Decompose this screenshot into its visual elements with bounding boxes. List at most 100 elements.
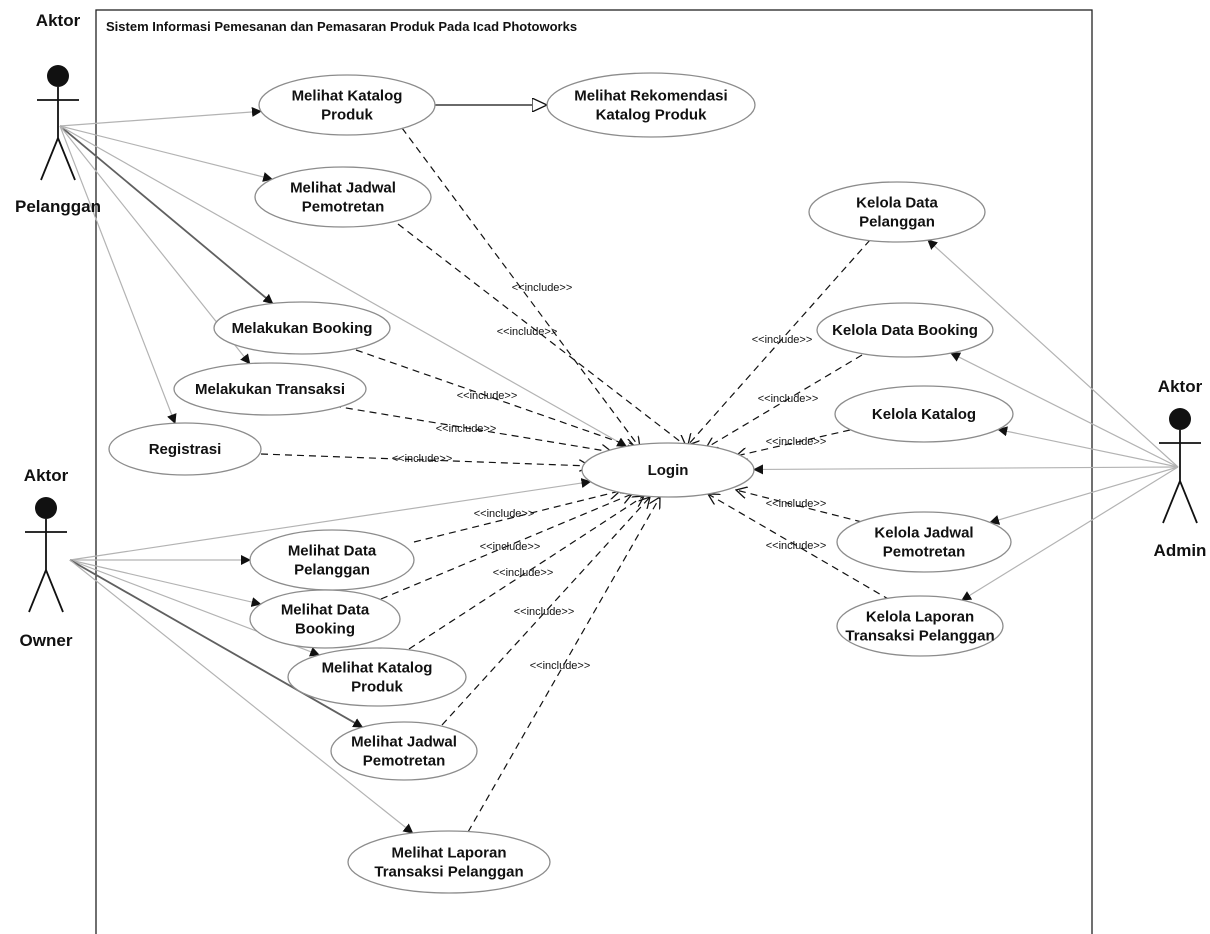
use-case-label: Melihat Rekomendasi [574, 88, 727, 105]
include-label-uc6: <<include>> [392, 453, 453, 465]
use-case-label: Melakukan Transaksi [195, 381, 345, 398]
use-case-label: Melakukan Booking [232, 320, 373, 337]
use-case-label: Transaksi Pelanggan [845, 628, 994, 645]
use-case-ellipse [347, 830, 551, 894]
use-case-label: Kelola Data [856, 195, 938, 212]
include-uc10-uc7 [408, 496, 644, 650]
use-case-ellipse [836, 511, 1012, 573]
include-uc1-uc7 [401, 127, 640, 448]
use-case-label: Kelola Jadwal [874, 525, 973, 542]
use-case-ellipse [808, 181, 986, 243]
use-case-ellipse [254, 166, 432, 228]
use-case-label: Kelola Katalog [872, 406, 976, 423]
include-uc11-uc7 [441, 497, 650, 726]
include-uc12-uc7 [467, 497, 660, 833]
include-uc6-uc7 [260, 453, 590, 466]
use-case-ellipse [213, 301, 391, 355]
use-case-uc14: Kelola Data Booking [816, 302, 994, 358]
use-case-label: Produk [351, 679, 403, 696]
use-case-label: Katalog Produk [596, 107, 708, 124]
include-uc15-uc7 [736, 429, 851, 456]
use-case-label: Pemotretan [363, 753, 446, 770]
use-case-label: Booking [295, 621, 355, 638]
use-case-ellipse [834, 385, 1014, 443]
use-case-ellipse [816, 302, 994, 358]
use-case-ellipse [108, 422, 262, 476]
use-case-label: Melihat Jadwal [351, 734, 457, 751]
stick-figure-icon [37, 65, 79, 181]
use-case-label: Produk [321, 107, 373, 124]
association-pelanggan-uc6 [59, 125, 177, 425]
association-pelanggan-uc3 [59, 125, 274, 182]
use-case-label: Registrasi [149, 441, 222, 458]
include-label-uc1: <<include>> [497, 326, 558, 338]
use-case-label: Melihat Laporan [391, 845, 506, 862]
association-pelanggan-uc1 [59, 106, 262, 127]
system-boundary [95, 9, 1093, 934]
use-case-ellipse [258, 74, 436, 136]
use-case-label: Pelanggan [859, 214, 935, 231]
include-label-uc16: <<include>> [766, 498, 827, 510]
use-case-ellipse [249, 589, 401, 649]
use-case-label: Melihat Katalog [322, 660, 433, 677]
use-case-label: Kelola Laporan [866, 609, 974, 626]
include-label-uc14: <<include>> [758, 393, 819, 405]
include-uc9-uc7 [380, 494, 632, 600]
use-case-label: Melihat Data [281, 602, 370, 619]
association-pelanggan-uc7 [59, 125, 628, 447]
actor-name: Admin [1154, 541, 1207, 560]
use-case-label: Transaksi Pelanggan [374, 864, 523, 881]
use-case-label: Pelanggan [294, 562, 370, 579]
use-case-ellipse [249, 529, 415, 591]
association-owner-uc9 [69, 559, 262, 607]
include-label-uc3: <<include>> [512, 282, 573, 294]
actor-name: Owner [20, 631, 73, 650]
include-uc16-uc7 [736, 490, 863, 523]
association-admin-uc7 [752, 464, 1179, 475]
system-title: Sistem Informasi Pemesanan dan Pemasaran… [106, 19, 577, 34]
stick-figure-icon [1159, 408, 1201, 524]
include-label-uc10: <<include>> [493, 567, 554, 579]
include-label-uc8: <<include>> [474, 508, 535, 520]
use-case-label: Melihat Katalog [292, 88, 403, 105]
include-uc5-uc7 [333, 405, 612, 452]
include-label-uc9: <<include>> [480, 541, 541, 553]
actor-stereotype: Aktor [36, 11, 81, 30]
use-case-label: Pemotretan [883, 544, 966, 561]
include-label-uc5: <<include>> [436, 423, 497, 435]
use-case-label: Login [648, 462, 689, 479]
include-label-uc11: <<include>> [514, 606, 575, 618]
include-label-uc15: <<include>> [766, 436, 827, 448]
use-case-label: Melihat Jadwal [290, 180, 396, 197]
use-case-label: Melihat Data [288, 543, 377, 560]
association-owner-uc11 [69, 559, 364, 728]
include-uc14-uc7 [706, 354, 863, 448]
actor-name: Pelanggan [15, 197, 101, 216]
actor-stereotype: Aktor [24, 466, 69, 485]
association-pelanggan-uc4 [59, 125, 274, 305]
use-case-ellipse [836, 595, 1004, 657]
association-admin-uc17 [961, 466, 1179, 601]
use-case-uc5: Melakukan Transaksi [173, 362, 367, 416]
include-uc3-uc7 [397, 223, 686, 446]
association-admin-uc13 [927, 239, 1179, 468]
use-case-ellipse [287, 647, 467, 707]
use-case-ellipse [330, 721, 478, 781]
include-uc13-uc7 [688, 239, 871, 445]
stick-figure-icon [25, 497, 67, 613]
association-admin-uc14 [950, 352, 1179, 468]
association-admin-uc16 [989, 466, 1179, 525]
use-case-ellipse [173, 362, 367, 416]
